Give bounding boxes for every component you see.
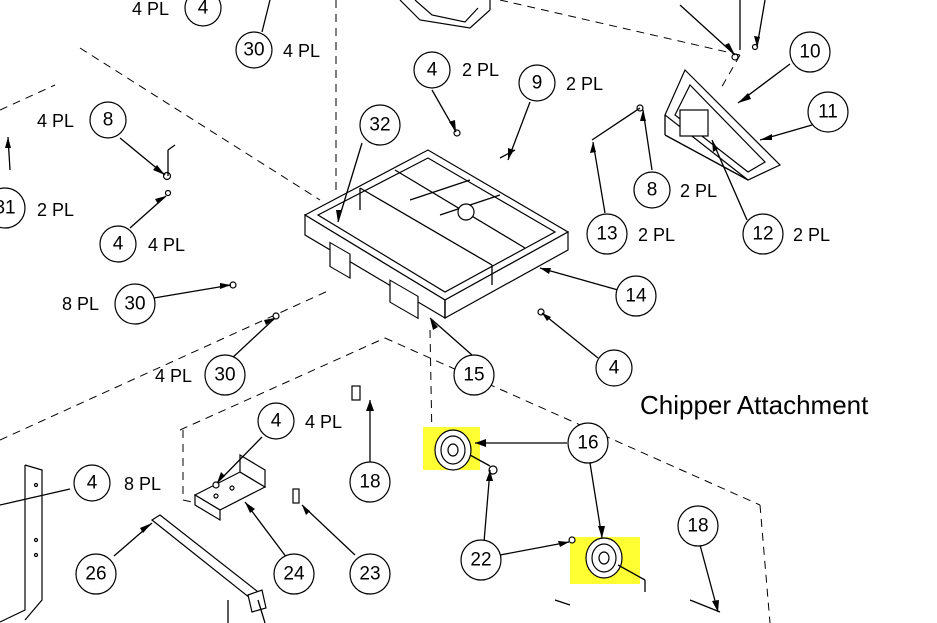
callout-number: 24 [283, 564, 305, 585]
callout-number: 4 [113, 234, 124, 255]
callout-numbers: 4 30 4 9 10 11 8 32 31 8 4 13 12 30 14 3… [0, 0, 838, 585]
qty-label: 2 PL [680, 181, 717, 201]
callout-number: 23 [359, 564, 380, 585]
callout-number: 9 [532, 73, 543, 94]
callout-number: 4 [198, 0, 209, 19]
callout-number: 11 [818, 102, 838, 123]
callout-number: 14 [625, 286, 647, 307]
quantity-labels: 4 PL 4 PL 2 PL 2 PL 4 PL 2 PL 2 PL 4 PL … [37, 0, 830, 494]
qty-label: 4 PL [305, 412, 342, 432]
qty-label: 4 PL [37, 111, 74, 131]
qty-label: 4 PL [283, 41, 320, 61]
pulley-upper [423, 427, 491, 471]
qty-label: 8 PL [124, 474, 161, 494]
qty-label: 4 PL [148, 235, 185, 255]
callout-number: 10 [799, 42, 820, 63]
angled-bracket-part [664, 68, 782, 181]
callout-number: 4 [271, 411, 282, 432]
main-frame-box [303, 149, 570, 320]
callout-number: 32 [369, 115, 390, 136]
qty-label: 2 PL [566, 74, 603, 94]
callout-balloons [0, 0, 849, 595]
qty-label: 2 PL [462, 60, 499, 80]
callout-number: 15 [463, 365, 484, 386]
callout-number: 4 [87, 473, 98, 494]
arm-part [150, 514, 267, 623]
left-frame-bar [0, 464, 43, 623]
callout-number: 18 [687, 516, 708, 537]
u-bracket-part [193, 453, 267, 522]
callout-number: 4 [427, 60, 438, 81]
dashed-assembly-lines [0, 0, 771, 623]
callout-number: 18 [359, 472, 380, 493]
callout-number: 31 [0, 198, 16, 219]
callout-number: 8 [647, 180, 658, 201]
hardware-pieces [162, 43, 759, 613]
qty-label: 4 PL [132, 0, 169, 19]
callout-number: 12 [752, 224, 773, 245]
callout-number: 22 [470, 550, 491, 571]
callout-number: 30 [243, 40, 264, 61]
callout-number: 13 [596, 224, 617, 245]
callout-number: 8 [103, 110, 114, 131]
qty-label: 4 PL [155, 366, 192, 386]
callout-number: 16 [577, 433, 598, 454]
top-bracket-part [399, 0, 741, 50]
pulley-lower [570, 537, 646, 592]
callout-number: 26 [85, 564, 106, 585]
callout-number: 30 [124, 294, 145, 315]
callout-number: 4 [609, 358, 620, 379]
qty-label: 8 PL [62, 294, 99, 314]
callout-number: 30 [214, 365, 235, 386]
qty-label: 2 PL [638, 225, 675, 245]
qty-label: 2 PL [793, 225, 830, 245]
arrowheads [5, 36, 772, 612]
qty-label: 2 PL [37, 200, 74, 220]
diagram-title: Chipper Attachment [640, 390, 869, 420]
